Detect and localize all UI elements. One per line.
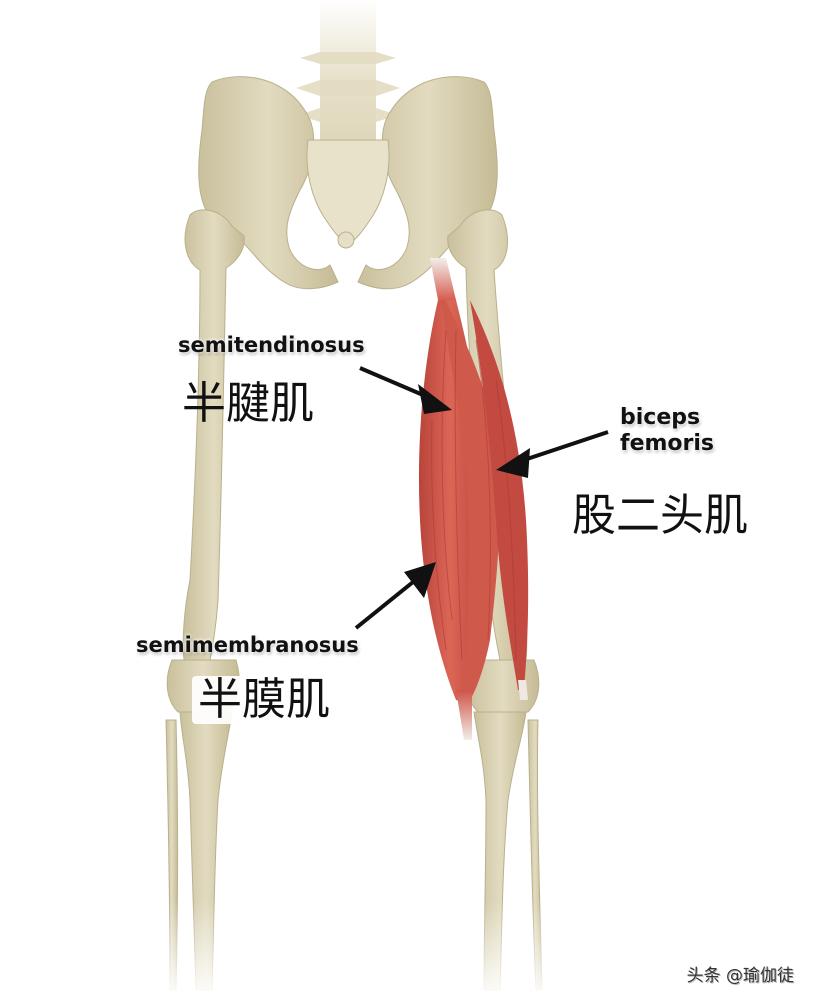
lumbar-spine — [296, 0, 400, 150]
label-biceps-femoris-en-line1: biceps — [620, 405, 701, 430]
label-biceps-femoris-en-line2: femoris — [620, 431, 715, 456]
label-semimembranosus-cn: 半膜肌 — [192, 676, 336, 724]
arrow-semimembranosus — [354, 562, 436, 630]
label-semimembranosus-en: semimembranosus — [136, 633, 359, 657]
semitendinosus-muscle — [440, 290, 500, 700]
label-semitendinosus-en: semitendinosus — [178, 333, 365, 357]
label-arrows — [354, 366, 609, 630]
watermark: 头条 @瑜伽徒 — [686, 966, 794, 986]
label-biceps-femoris-cn: 股二头肌 — [572, 490, 748, 541]
arrow-semitendinosus — [359, 366, 452, 414]
label-semitendinosus-cn: 半腱肌 — [182, 378, 314, 429]
arrow-biceps-femoris — [496, 430, 609, 478]
